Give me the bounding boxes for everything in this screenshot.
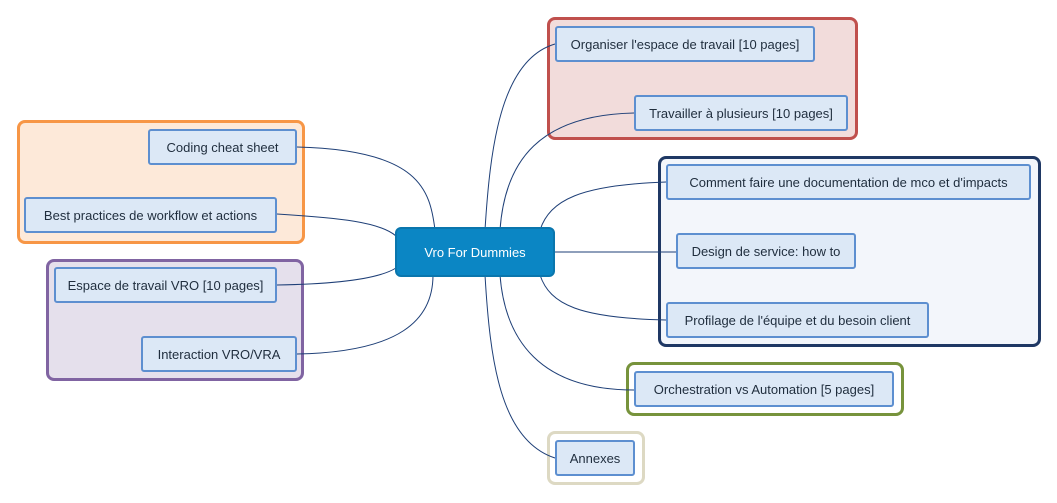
topic-interaction-vro-vra[interactable]: Interaction VRO/VRA [141, 336, 297, 372]
central-topic-label: Vro For Dummies [424, 244, 526, 260]
topic-label: Comment faire une documentation de mco e… [689, 174, 1008, 190]
topic-label: Interaction VRO/VRA [157, 346, 281, 362]
topic-label: Coding cheat sheet [166, 139, 279, 155]
topic-label: Organiser l'espace de travail [10 pages] [570, 36, 800, 52]
link-interaction [296, 274, 434, 355]
topic-coding-cheat-sheet[interactable]: Coding cheat sheet [148, 129, 297, 165]
topic-label: Travailler à plusieurs [10 pages] [649, 105, 833, 121]
link-orchestration [499, 274, 635, 391]
topic-label: Orchestration vs Automation [5 pages] [653, 381, 875, 397]
topic-travailler-plusieurs[interactable]: Travailler à plusieurs [10 pages] [634, 95, 848, 131]
topic-organiser-espace[interactable]: Organiser l'espace de travail [10 pages] [555, 26, 815, 62]
topic-label: Annexes [569, 450, 621, 466]
topic-best-practices[interactable]: Best practices de workflow et actions [24, 197, 277, 233]
link-coding [296, 146, 436, 231]
link-profilage [539, 274, 667, 321]
topic-documentation-mco[interactable]: Comment faire une documentation de mco e… [666, 164, 1031, 200]
topic-annexes[interactable]: Annexes [555, 440, 635, 476]
topic-label: Profilage de l'équipe et du besoin clien… [684, 312, 911, 328]
link-organiser [484, 43, 556, 231]
topic-label: Design de service: how to [691, 243, 841, 259]
link-comment [539, 181, 667, 231]
topic-label: Best practices de workflow et actions [43, 207, 258, 223]
topic-label: Espace de travail VRO [10 pages] [67, 277, 264, 293]
central-topic[interactable]: Vro For Dummies [395, 227, 555, 277]
topic-espace-travail-vro[interactable]: Espace de travail VRO [10 pages] [54, 267, 277, 303]
topic-profilage-equipe[interactable]: Profilage de l'équipe et du besoin clien… [666, 302, 929, 338]
topic-orchestration-automation[interactable]: Orchestration vs Automation [5 pages] [634, 371, 894, 407]
topic-design-service[interactable]: Design de service: how to [676, 233, 856, 269]
link-annexes [484, 274, 556, 459]
